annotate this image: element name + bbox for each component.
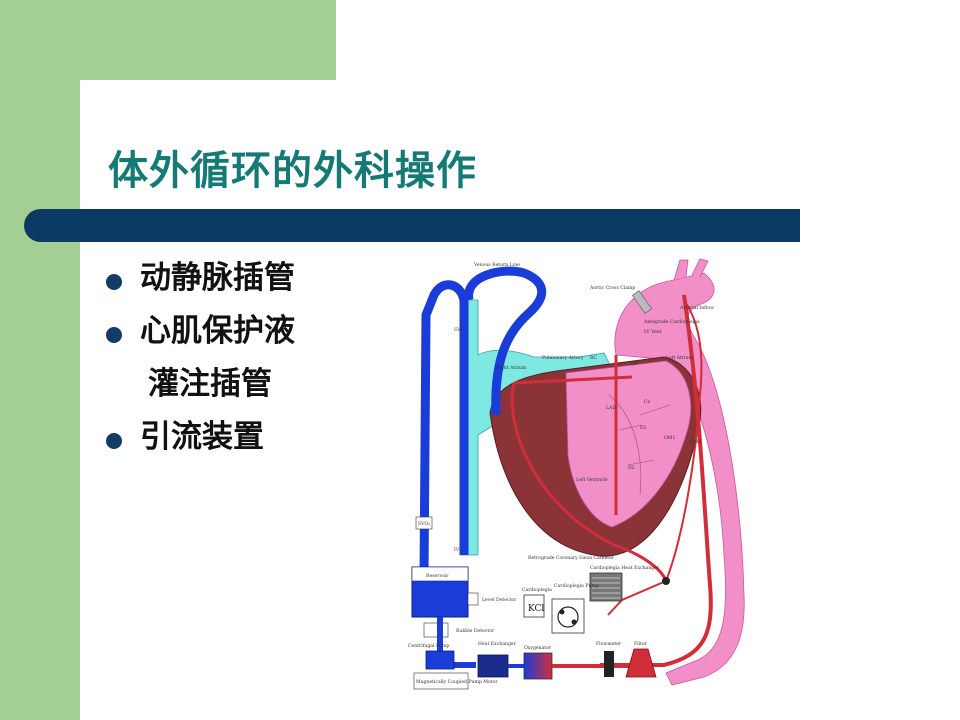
slide-title: 体外循环的外科操作 — [108, 148, 477, 194]
green-left-band — [0, 0, 80, 720]
right-atrium-label: Right Atrium — [496, 365, 527, 371]
venous-return-line — [419, 266, 546, 576]
lm-label: LM — [630, 361, 638, 367]
oxygenator-box — [523, 652, 553, 680]
arterial-return-line — [600, 294, 713, 667]
left-ventricle-shape — [565, 360, 692, 528]
cardioplegia-box — [523, 594, 545, 618]
level-detector-box — [467, 592, 479, 606]
om2-label: OM2 — [690, 439, 701, 445]
bullet-text: 灌注插管 — [148, 366, 272, 402]
pulmonary-artery-label: Pulmonary Artery — [542, 355, 584, 361]
bullet-dot-icon — [106, 274, 122, 290]
bullet-dot-icon — [106, 327, 122, 343]
kcl-label: KCl — [528, 604, 544, 614]
reservoir-label: Reservoir — [426, 573, 449, 579]
heat-exchanger-label: Heat Exchanger — [478, 641, 517, 647]
rc-label: RC — [590, 355, 597, 361]
retrograde-catheter-line — [510, 375, 668, 582]
cardioplegia-pump-label: Cardioplegia Pump — [554, 583, 599, 589]
svc-label: SVC — [454, 327, 464, 333]
svo2-label: SVO₂ — [418, 521, 430, 527]
svo2-box — [415, 516, 433, 530]
aortic-cross-clamp-icon — [631, 290, 653, 314]
cardioplegia-pump-box — [551, 598, 585, 634]
aorta-shape — [614, 272, 745, 686]
left-ventricle-label: Left Ventricle — [576, 477, 608, 483]
title-underline-bar — [24, 209, 800, 242]
oxygenator-label: Oxygenator — [524, 645, 552, 651]
om1-label: OM1 — [664, 435, 675, 441]
ivc-label: IVC — [454, 547, 463, 553]
cx-label: Cx — [644, 399, 651, 405]
reservoir-label-band — [411, 566, 469, 582]
flowmeter-label: Flowmeter — [596, 641, 622, 647]
bubble-detector-label: Bubble Detector — [456, 628, 495, 634]
aortic-arch-vessels — [673, 258, 709, 281]
filter-label: Filter — [634, 641, 648, 647]
centrifugal-pump-box — [425, 650, 455, 670]
pump-motor-box — [413, 672, 469, 690]
cardioplegia-heat-exchanger-label: Cardioplegia Heat Exchanger — [590, 565, 660, 571]
green-top-band — [0, 0, 336, 80]
lad-label: LAD — [606, 405, 616, 411]
bullet-text: 动静脉插管 — [140, 260, 295, 296]
left-atrium-label: Left Atrium — [666, 355, 693, 361]
flowmeter-box — [604, 651, 614, 677]
bullet-text: 引流装置 — [140, 419, 264, 455]
coronary-lines — [608, 394, 671, 496]
centrifugal-pump-label: Centrifugal Pump — [408, 643, 449, 649]
heat-exchanger-coils — [592, 577, 620, 599]
retrograde-catheter-label: Retrograde Coronary Sinus Catheter — [528, 555, 615, 561]
lv-vent-label: LV Vent — [644, 329, 662, 335]
d1-label: D1 — [640, 425, 647, 431]
aortic-cross-clamp-label: Aortic Cross Clamp — [589, 285, 635, 291]
arterial-inflow-label: Arterial Inflow — [679, 305, 714, 311]
d2-label: D2 — [628, 465, 635, 471]
bubble-detector-box — [423, 622, 449, 638]
cardioplegia-label: Cardioplegia — [522, 587, 552, 593]
antegrade-line — [665, 302, 703, 582]
level-detector-label: Level Detector — [482, 597, 517, 603]
venous-return-line-label: Venous Return Line — [473, 262, 520, 268]
pump-motor-label: Magnetically Coupled Pump Motor — [416, 679, 498, 685]
bullet-text: 心肌保护液 — [140, 313, 295, 349]
filter-icon — [625, 648, 657, 678]
roller-pump-icon — [557, 606, 579, 628]
cardiopulmonary-bypass-diagram: Venous Return Line SVC IVC Right Atrium … — [404, 255, 760, 695]
bullet-dot-icon — [106, 433, 122, 449]
antegrade-cardioplegia-label: Antegrade Cardioplegia — [643, 319, 700, 325]
heat-exchanger-box — [477, 654, 509, 678]
junction-dot — [662, 577, 670, 585]
